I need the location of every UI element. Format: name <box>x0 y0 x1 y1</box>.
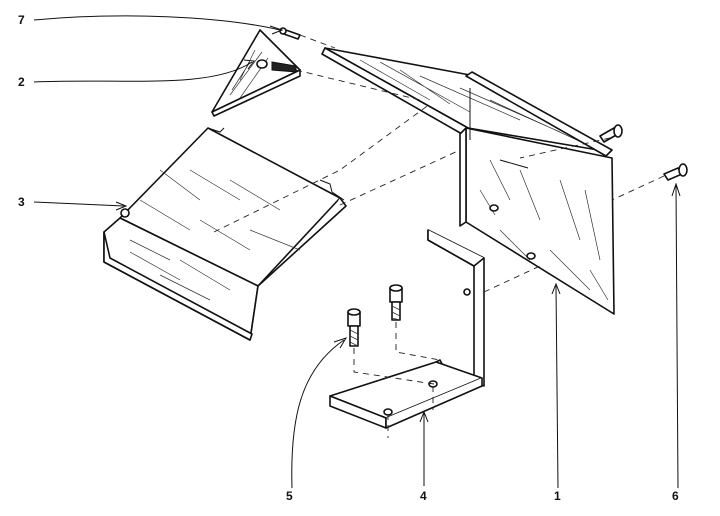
part-7-pin <box>279 27 301 40</box>
part-6-screw <box>663 163 688 181</box>
callout-2: 2 <box>18 59 255 89</box>
housing-screw <box>599 124 623 143</box>
callout-1-label: 1 <box>554 489 561 503</box>
callout-1: 1 <box>551 282 561 503</box>
callout-6-label: 6 <box>672 489 679 503</box>
callout-5: 5 <box>286 337 348 503</box>
callout-7: 7 <box>18 13 284 35</box>
part-2-triangle-bracket <box>211 29 301 117</box>
part-5-socket-screw-right <box>389 284 403 321</box>
assembly-lines <box>213 34 665 438</box>
callout-4-label: 4 <box>420 489 427 503</box>
callout-3: 3 <box>18 195 128 211</box>
callout-2-label: 2 <box>18 75 25 89</box>
callout-5-label: 5 <box>286 489 293 503</box>
part-5-socket-screw-left <box>347 308 361 347</box>
part-3-top-panel <box>103 127 347 341</box>
callout-4: 4 <box>419 410 429 503</box>
callout-6: 6 <box>671 182 681 503</box>
callout-7-label: 7 <box>18 13 25 27</box>
part-1-housing <box>321 47 615 315</box>
part-4-l-bracket <box>329 229 485 429</box>
callout-3-label: 3 <box>18 195 25 209</box>
